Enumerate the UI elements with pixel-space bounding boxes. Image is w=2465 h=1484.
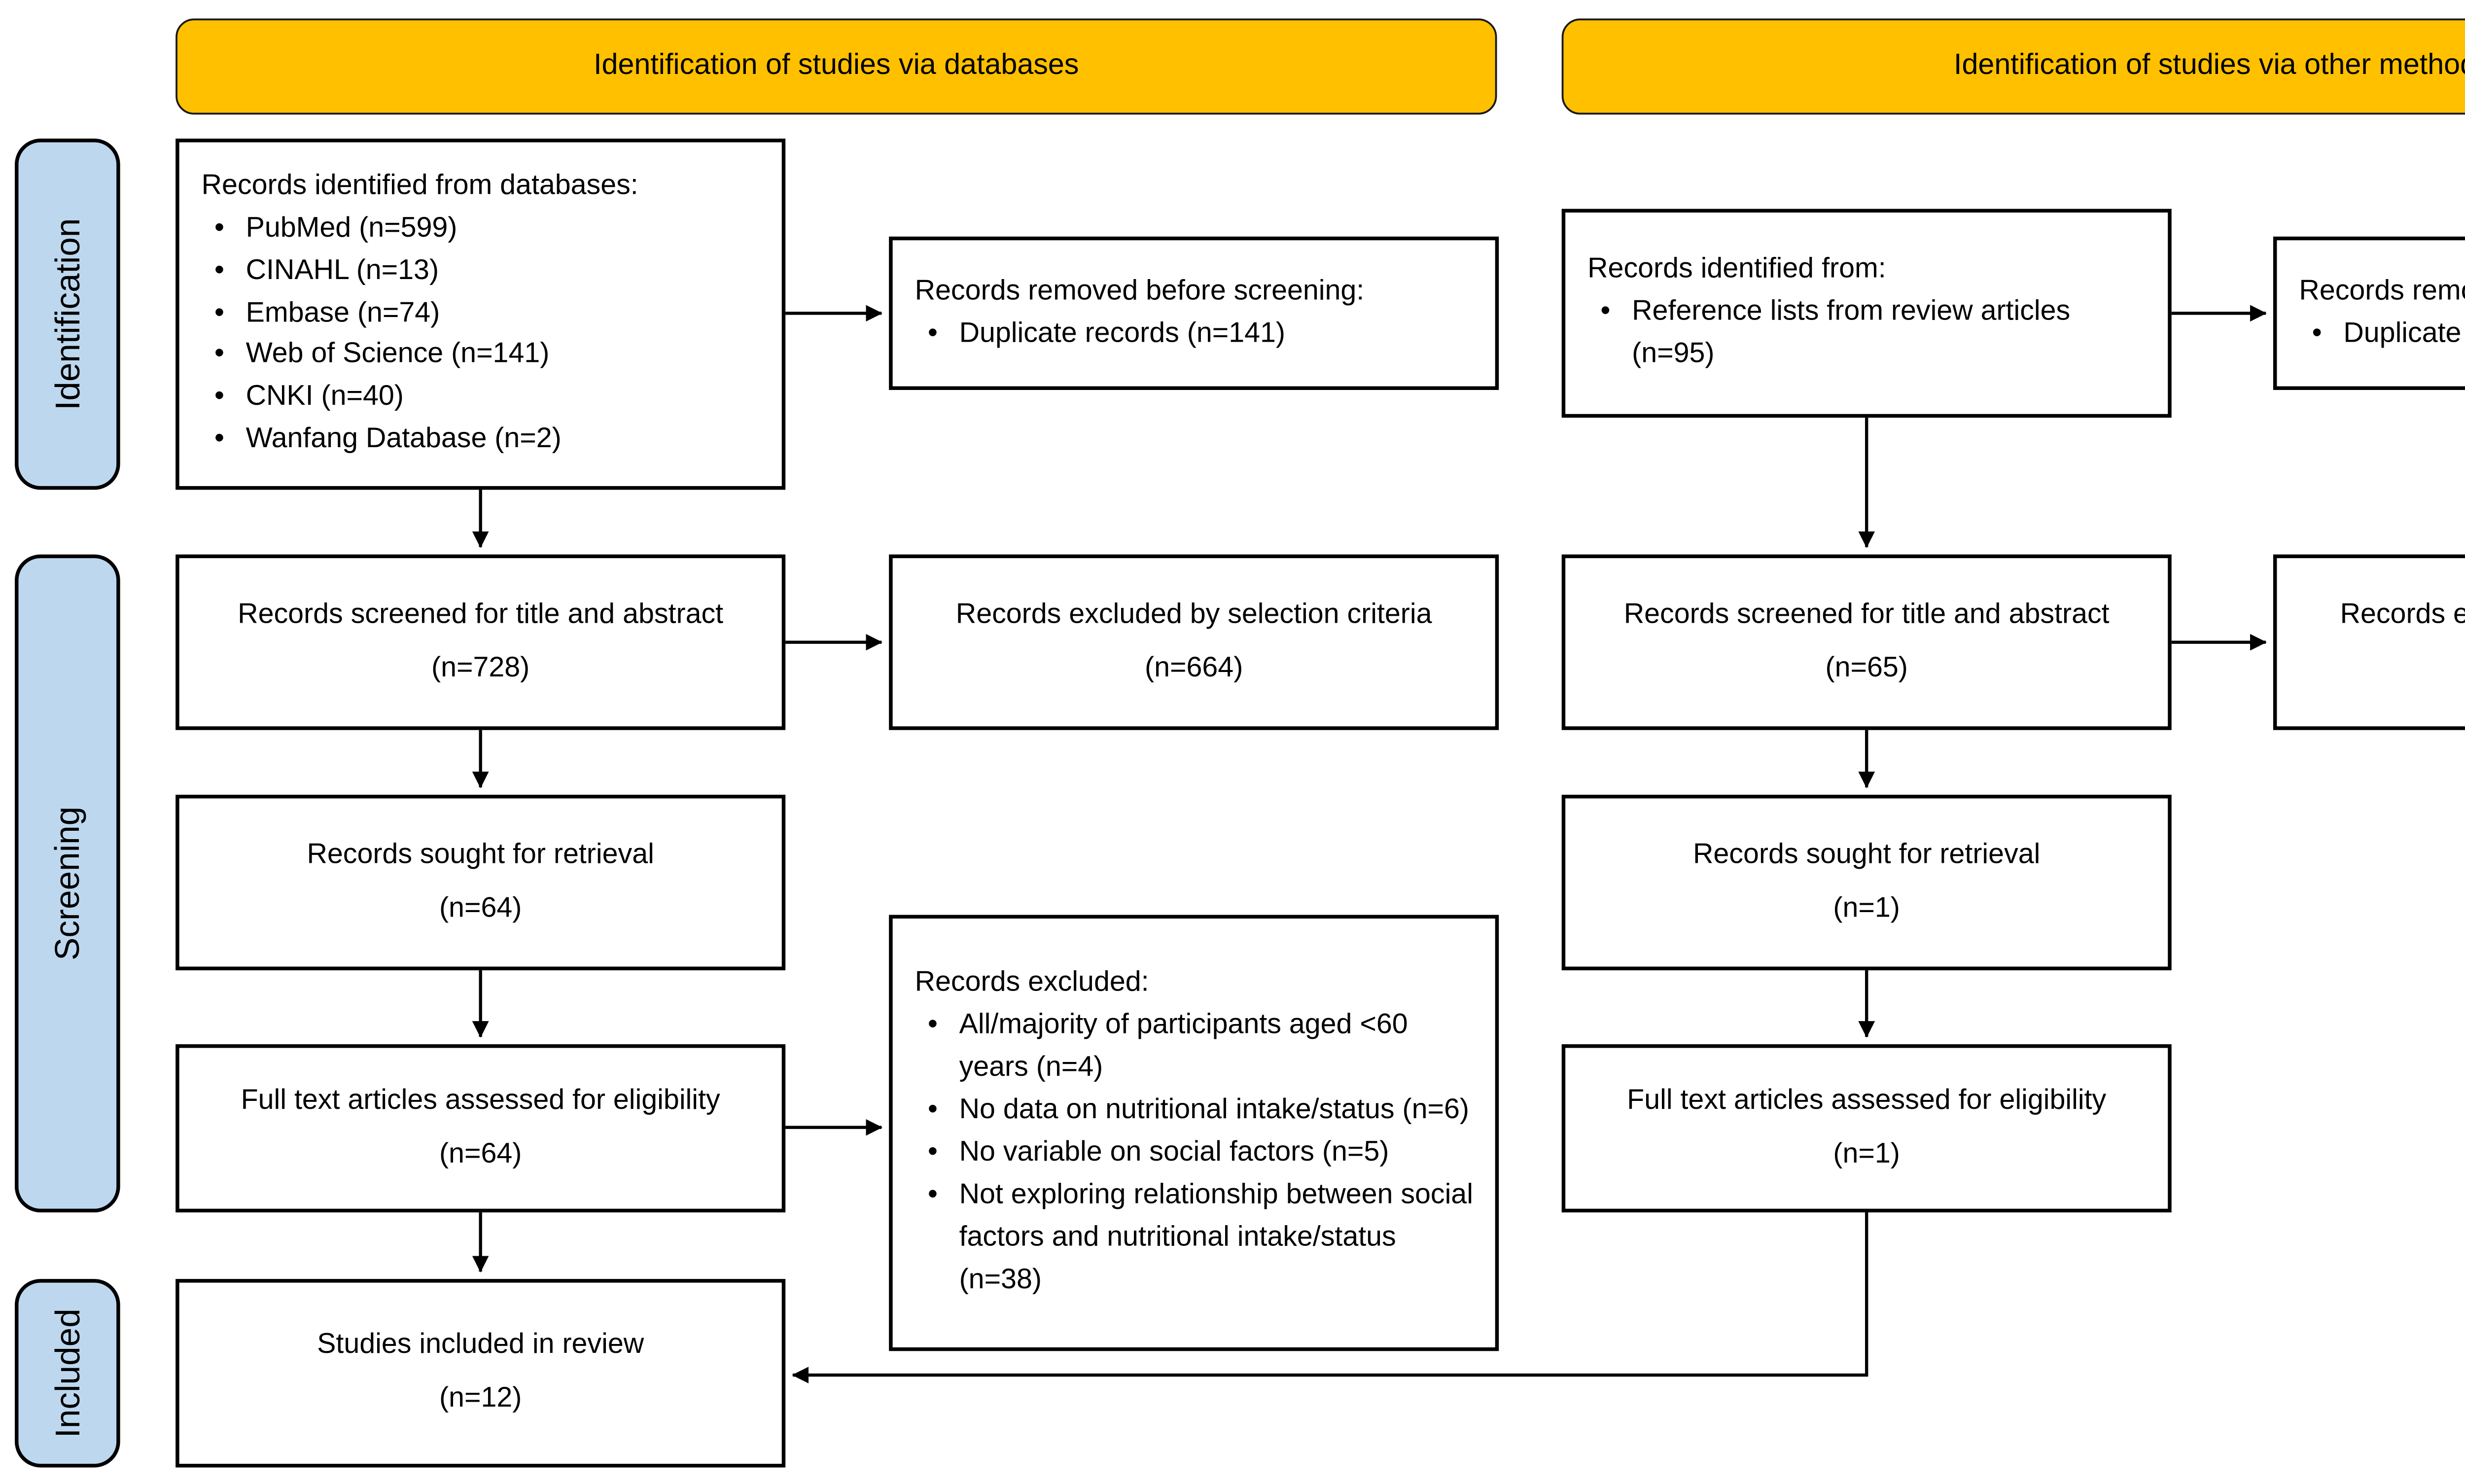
box-text: Records excluded by selection criteria: [2340, 598, 2465, 630]
bullet-item: Web of Science (n=141): [202, 335, 767, 378]
box-records-identified-databases: Records identified from databases: PubMe…: [176, 139, 786, 490]
box-title: Records identified from databases:: [201, 169, 638, 201]
box-title: Records removed before screening:: [915, 274, 1365, 306]
box-text: Studies included in review: [317, 1329, 644, 1361]
bullet-item: Embase (n=74): [202, 293, 767, 335]
box-text: Full text articles assessed for eligibil…: [1627, 1084, 2107, 1116]
box-fulltext-assessed-databases: Full text articles assessed for eligibil…: [176, 1044, 786, 1213]
box-count: (n=1): [1833, 1137, 1900, 1169]
box-text: Records excluded by selection criteria: [955, 598, 1432, 630]
header-identification-via-databases: Identification of studies via databases: [176, 18, 1497, 115]
box-count: (n=728): [431, 651, 530, 683]
box-records-sought-retrieval-other: Records sought for retrieval (n=1): [1561, 794, 2172, 971]
box-text: Records sought for retrieval: [307, 838, 654, 870]
box-records-identified-other: Records identified from: Reference lists…: [1561, 209, 2172, 418]
bullet-item: PubMed (n=599): [202, 208, 767, 250]
box-count: (n=65): [1825, 651, 1908, 683]
box-records-removed-before-screening-other: Records removed before screening: Duplic…: [2273, 236, 2465, 390]
box-title: Records excluded:: [915, 967, 1149, 999]
bullet-list: All/majority of participants aged <60 ye…: [915, 1006, 1480, 1303]
bullet-item: Duplicate records (n=141): [915, 313, 1480, 355]
bullet-item: Duplicate records (n=30): [2299, 313, 2465, 355]
sidebar-phase-included: Included: [14, 1279, 120, 1468]
bullet-item: CNKI (n=40): [202, 378, 767, 420]
box-records-screened-other: Records screened for title and abstract …: [1561, 554, 2172, 730]
header-label: Identification of studies via other meth…: [1954, 50, 2465, 81]
box-records-excluded-fulltext: Records excluded: All/majority of partic…: [889, 915, 1499, 1351]
box-text: Full text articles assessed for eligibil…: [241, 1084, 720, 1116]
sidebar-phase-label: Included: [47, 1308, 86, 1438]
box-count: (n=64): [439, 1137, 522, 1169]
box-text: Records screened for title and abstract: [238, 598, 724, 630]
bullet-list: Duplicate records (n=30): [2299, 313, 2465, 355]
bullet-item: Not exploring relationship between socia…: [915, 1175, 1480, 1303]
bullet-list: PubMed (n=599)CINAHL (n=13)Embase (n=74)…: [202, 208, 767, 462]
box-fulltext-assessed-other: Full text articles assessed for eligibil…: [1561, 1044, 2172, 1213]
box-records-screened-databases: Records screened for title and abstract …: [176, 554, 786, 730]
box-title: Records identified from:: [1587, 253, 1886, 285]
box-count: (n=64): [439, 891, 522, 923]
box-records-excluded-selection-criteria-other: Records excluded by selection criteria (…: [2273, 554, 2465, 730]
sidebar-phase-screening: Screening: [14, 554, 120, 1213]
box-records-sought-retrieval-databases: Records sought for retrieval (n=64): [176, 794, 786, 971]
box-text: Records sought for retrieval: [1693, 838, 2041, 870]
sidebar-phase-label: Screening: [47, 806, 86, 961]
sidebar-phase-label: Identification: [47, 218, 86, 410]
box-studies-included-review: Studies included in review (n=12): [176, 1279, 786, 1468]
box-count: (n=1): [1833, 891, 1900, 923]
box-records-excluded-selection-criteria-databases: Records excluded by selection criteria (…: [889, 554, 1499, 730]
box-title: Records removed before screening:: [2299, 274, 2465, 306]
sidebar-phase-identification: Identification: [14, 139, 120, 490]
box-text: Records screened for title and abstract: [1623, 598, 2110, 630]
bullet-item: Wanfang Database (n=2): [202, 420, 767, 462]
header-identification-via-other-methods: Identification of studies via other meth…: [1561, 18, 2465, 115]
bullet-item: All/majority of participants aged <60 ye…: [915, 1006, 1480, 1091]
bullet-list: Duplicate records (n=141): [915, 313, 1480, 355]
bullet-item: CINAHL (n=13): [202, 250, 767, 293]
bullet-item: No data on nutritional intake/status (n=…: [915, 1091, 1480, 1133]
box-count: (n=12): [439, 1382, 522, 1414]
bullet-list: Reference lists from review articles (n=…: [1587, 292, 2153, 377]
box-records-removed-before-screening-databases: Records removed before screening: Duplic…: [889, 236, 1499, 390]
bullet-item: No variable on social factors (n=5): [915, 1133, 1480, 1175]
bullet-item: Reference lists from review articles (n=…: [1587, 292, 2153, 377]
box-count: (n=664): [1145, 651, 1243, 683]
header-label: Identification of studies via databases: [594, 50, 1079, 81]
